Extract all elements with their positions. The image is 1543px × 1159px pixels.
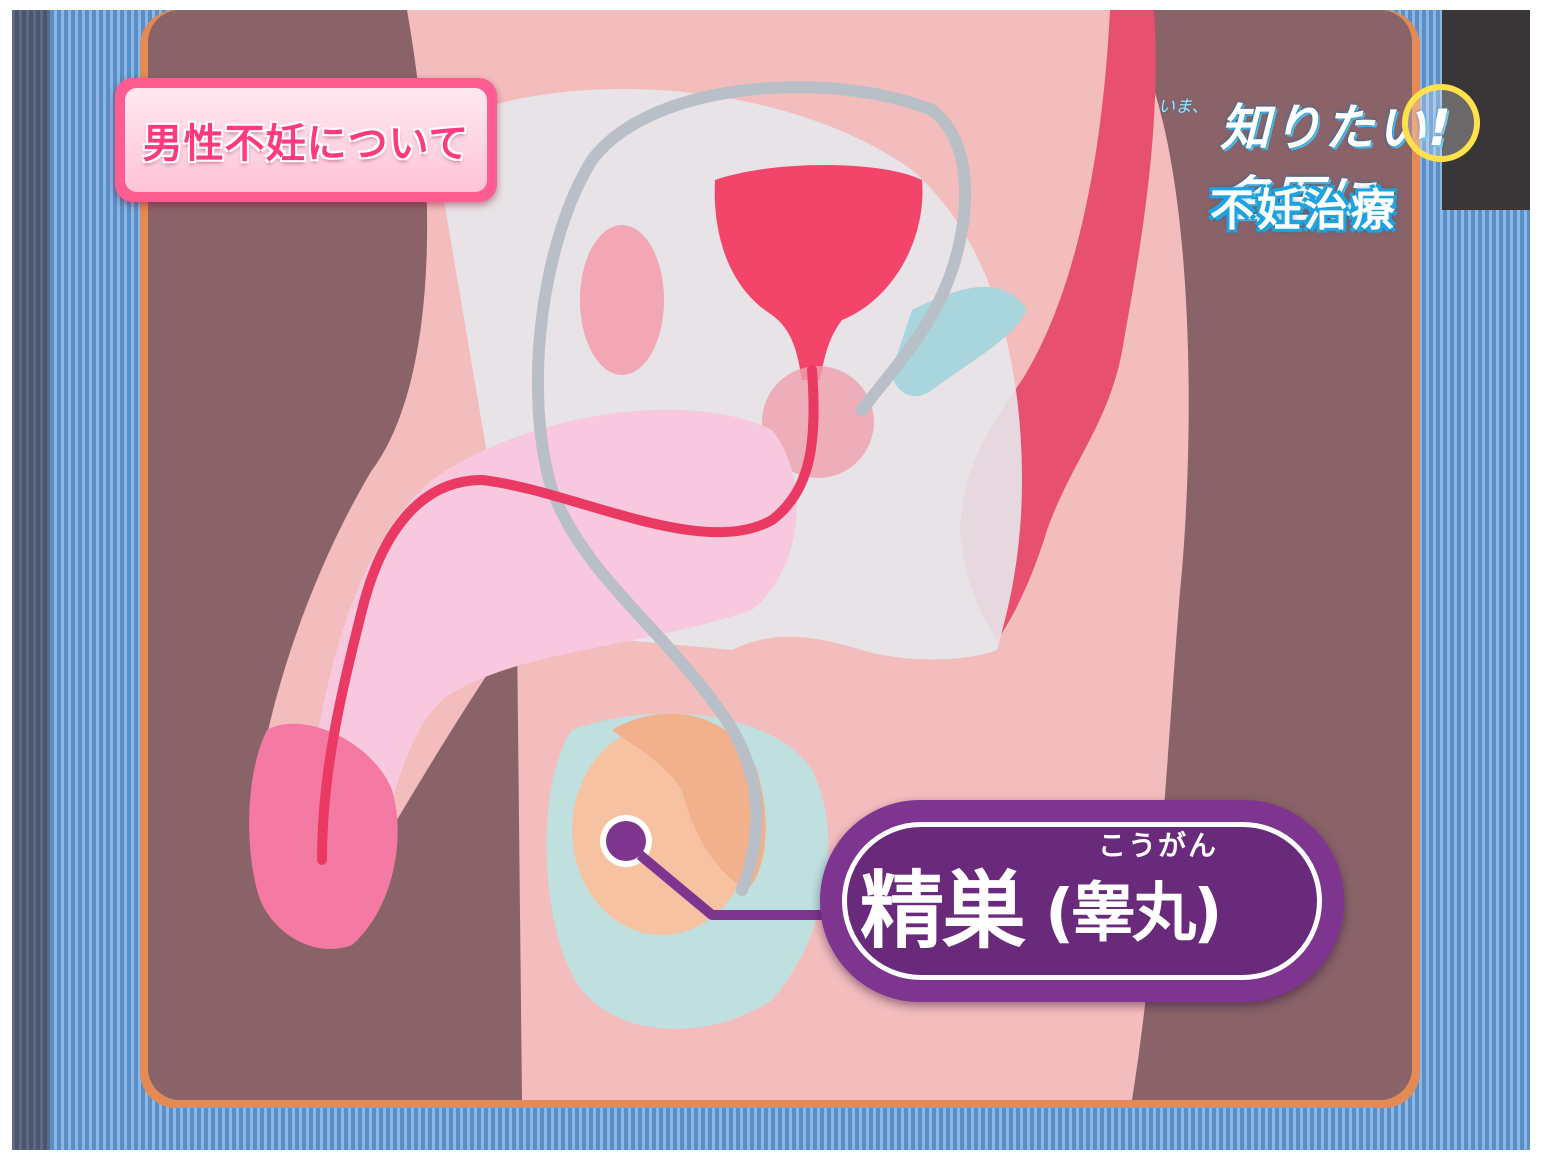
- screen-frame: 男性不妊について いま、 知りたい!名医に 不妊治療 精巣 (睾丸) こうがん: [12, 10, 1530, 1150]
- logo-small-text: いま、: [1158, 92, 1208, 117]
- caption-inner: 男性不妊について: [125, 88, 487, 192]
- testis-label-paren: (睾丸): [1045, 862, 1220, 954]
- seminal-vesicle-left: [580, 225, 664, 375]
- logo-subtitle: 不妊治療: [1210, 174, 1398, 238]
- caption-text: 男性不妊について: [143, 111, 470, 169]
- logo-q-badge-icon: [1402, 84, 1480, 162]
- program-logo: いま、 知りたい!名医に 不妊治療: [1134, 72, 1494, 242]
- testis-label: 精巣 (睾丸) こうがん: [820, 800, 1344, 1002]
- caption-box: 男性不妊について: [115, 78, 497, 202]
- testis-label-ruby: こうがん: [1098, 824, 1218, 864]
- left-dark-edge: [12, 10, 50, 1150]
- testis-label-main: 精巣: [860, 844, 1024, 965]
